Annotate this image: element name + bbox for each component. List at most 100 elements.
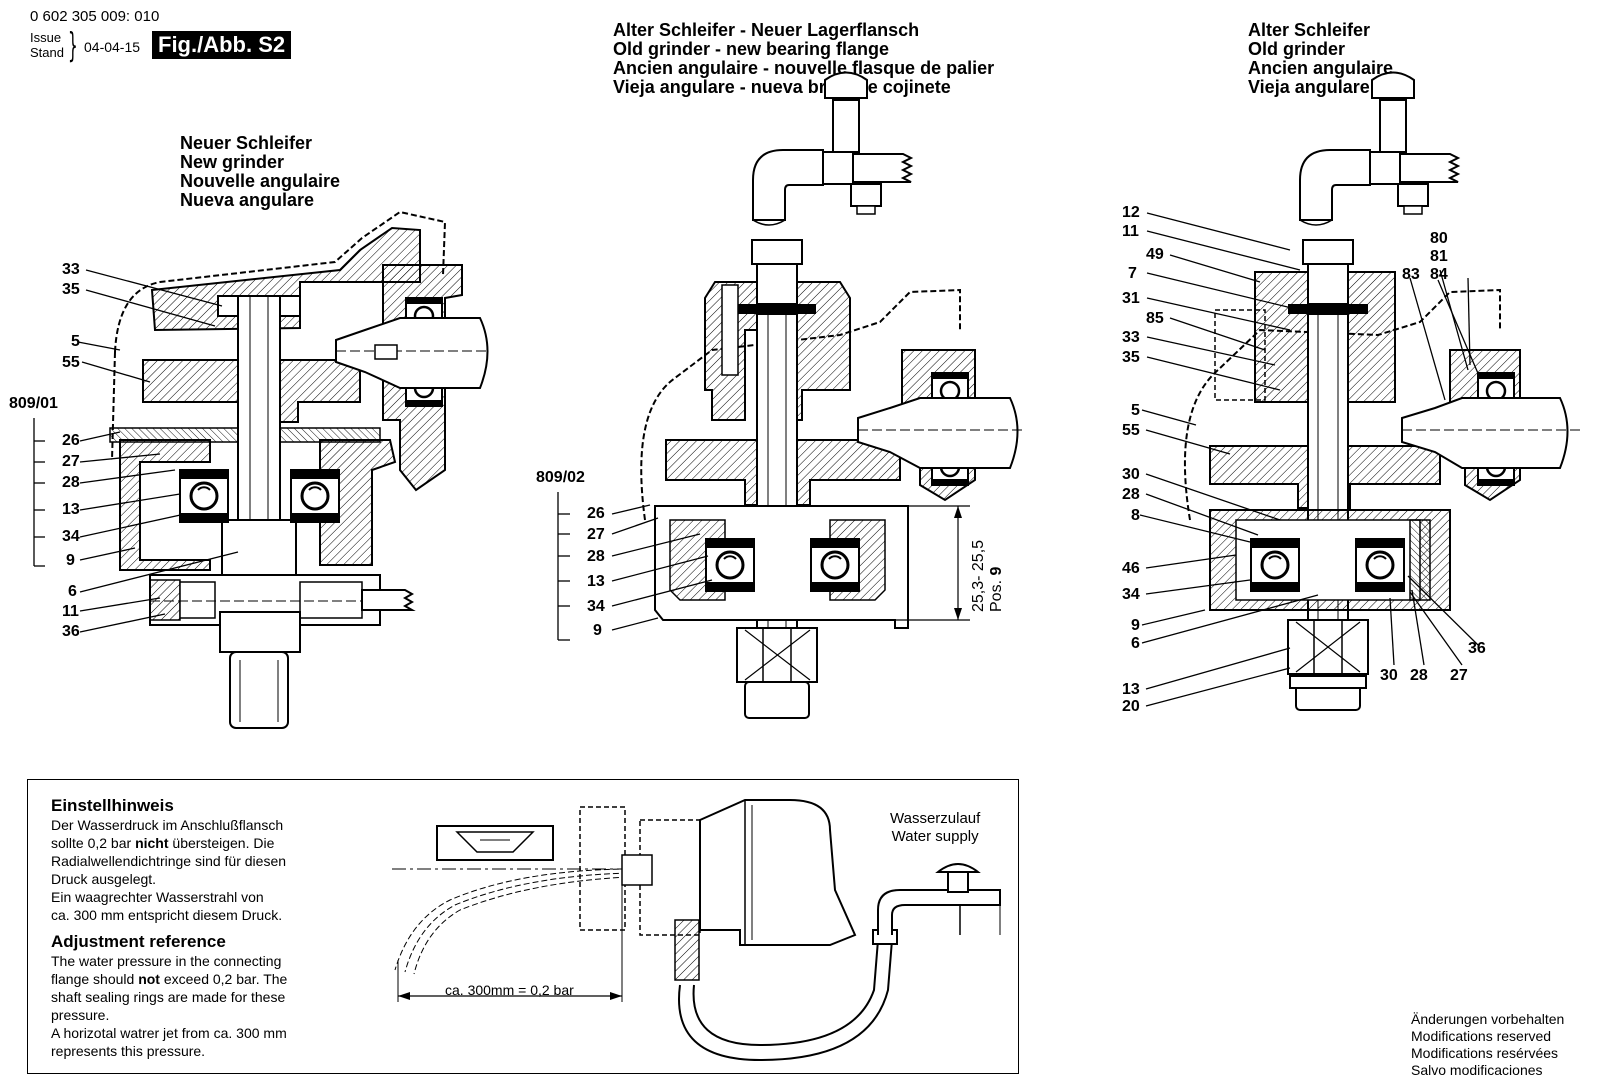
brace-glyph: } <box>68 26 78 66</box>
part-label: 85 <box>1146 310 1164 327</box>
title-new-grinder: Neuer Schleifer New grinder Nouvelle ang… <box>180 134 340 210</box>
pos-number: 9 <box>988 566 1005 576</box>
part-label: 80 <box>1430 230 1448 247</box>
issue-stand-labels: Issue Stand <box>30 30 64 60</box>
note-line: flange should not exceed 0,2 bar. The <box>51 970 341 988</box>
pos-label: Pos. 9 <box>988 540 1006 612</box>
part-label: 11 <box>62 603 79 620</box>
title-line: Alter Schleifer <box>1248 20 1371 40</box>
issue-date: 04-04-15 <box>84 39 141 55</box>
part-label: 5 <box>1131 402 1140 419</box>
part-label: 6 <box>1131 635 1140 652</box>
diagram-old-grinder <box>1183 71 1580 711</box>
title-line: Vieja angulare <box>1248 77 1370 97</box>
note-emphasis: nicht <box>135 835 169 851</box>
part-label: 34 <box>587 598 605 615</box>
part-label: 33 <box>62 261 80 278</box>
issue-label: Issue <box>30 30 62 45</box>
pos-text: Pos. <box>988 575 1005 612</box>
part-label: 36 <box>62 623 80 640</box>
part-label: 8 <box>1131 507 1140 524</box>
note-heading-en: Adjustment reference <box>51 932 226 951</box>
note-line: shaft sealing rings are made for these <box>51 989 286 1005</box>
part-label: 5 <box>71 333 80 350</box>
part-label: 26 <box>587 505 605 522</box>
part-label: 13 <box>587 573 605 590</box>
part-label: 35 <box>1122 349 1140 366</box>
title-line: Nueva angulare <box>180 190 315 210</box>
title-line: Alter Schleifer - Neuer Lagerflansch <box>613 20 920 40</box>
note-fragment: sollte 0,2 bar <box>51 835 136 851</box>
diagram-new-grinder <box>109 210 490 729</box>
note-line: Radialwellendichtringe sind für diesen <box>51 853 287 869</box>
note-line: Ein waagrechter Wasserstrahl von <box>51 889 264 905</box>
title-line: Old grinder <box>1248 39 1346 59</box>
title-old-grinder: Alter Schleifer Old grinder Ancien angul… <box>1248 21 1393 97</box>
part-label: 27 <box>62 453 80 470</box>
leaders-left <box>33 269 239 633</box>
note-line: represents this pressure. <box>51 1043 206 1059</box>
title-line: Neuer Schleifer <box>180 133 313 153</box>
part-label: 34 <box>1122 586 1140 603</box>
part-label: 28 <box>1122 486 1140 503</box>
dimension-value: 25,3- 25,5 <box>970 539 987 612</box>
note-emphasis: not <box>138 971 160 987</box>
note-line: sollte 0,2 bar nicht übersteigen. Die <box>51 834 341 852</box>
part-label: 34 <box>62 528 80 545</box>
part-label: 55 <box>62 354 80 371</box>
note-line: A horizotal watrer jet from ca. 300 mm <box>51 1025 287 1041</box>
part-label: 36 <box>1468 640 1486 657</box>
diagram-old-new-flange <box>640 71 1025 719</box>
part-label: 13 <box>62 501 80 518</box>
modifications-line: Salvo modificaciones <box>1411 1062 1543 1078</box>
note-line: ca. 300 mm entspricht diesem Druck. <box>51 907 283 923</box>
part-label: 7 <box>1128 265 1137 282</box>
leaders-mid <box>557 492 713 641</box>
note-fragment: exceed 0,2 bar. The <box>159 971 288 987</box>
water-supply-label: Wasserzulauf Water supply <box>890 810 980 846</box>
part-label: 30 <box>1122 466 1140 483</box>
title-line: Ancien angulaire <box>1248 58 1394 78</box>
part-label: 13 <box>1122 681 1140 698</box>
part-label: 9 <box>66 552 75 569</box>
note-body-en: The water pressure in the connecting fla… <box>51 952 341 1060</box>
part-label: 28 <box>62 474 80 491</box>
group-label-809-01: 809/01 <box>9 395 58 412</box>
part-label: 27 <box>1450 667 1468 684</box>
title-line: Nouvelle angulaire <box>180 171 341 191</box>
note-line: pressure. <box>51 1007 110 1023</box>
figure-badge: Fig./Abb. S2 <box>152 31 292 59</box>
adjustment-note-box <box>27 779 1019 1074</box>
leaders-right <box>1139 212 1481 707</box>
note-line: Der Wasserdruck im Anschlußflansch <box>51 817 284 833</box>
part-label: 30 <box>1380 667 1398 684</box>
distance-label: ca. 300mm = 0,2 bar <box>445 982 574 998</box>
water-supply-en: Water supply <box>891 828 979 845</box>
part-label: 31 <box>1122 290 1140 307</box>
note-line: The water pressure in the connecting <box>51 953 282 969</box>
title-line: New grinder <box>180 152 285 172</box>
stand-label: Stand <box>30 45 64 60</box>
part-label: 49 <box>1146 246 1164 263</box>
part-label: 26 <box>62 432 80 449</box>
part-label: 28 <box>1410 667 1428 684</box>
part-label: 83 <box>1402 266 1420 283</box>
part-label: 84 <box>1430 266 1448 283</box>
note-line: Druck ausgelegt. <box>51 871 157 887</box>
part-label: 6 <box>68 583 77 600</box>
note-fragment: übersteigen. Die <box>168 835 275 851</box>
part-label: 28 <box>587 548 605 565</box>
modifications-notice: Änderungen vorbehalten Modifications res… <box>1411 1011 1564 1079</box>
part-label: 27 <box>587 526 605 543</box>
document-number: 0 602 305 009: 010 <box>30 8 160 25</box>
modifications-line: Modifications resérvées <box>1411 1045 1559 1061</box>
modifications-line: Modifications reserved <box>1411 1028 1552 1044</box>
part-label: 46 <box>1122 560 1140 577</box>
part-label: 35 <box>62 281 80 298</box>
group-label-809-02: 809/02 <box>536 469 585 486</box>
note-body-de: Der Wasserdruck im Anschlußflansch sollt… <box>51 816 341 924</box>
part-label: 20 <box>1122 698 1140 715</box>
note-fragment: flange should <box>51 971 139 987</box>
part-label: 55 <box>1122 422 1140 439</box>
part-label: 9 <box>1131 617 1140 634</box>
